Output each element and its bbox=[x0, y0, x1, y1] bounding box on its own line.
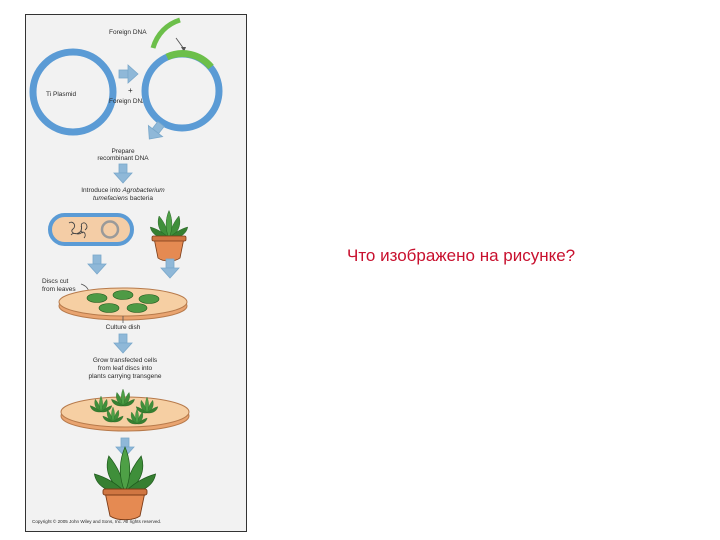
foreign-dna-top-label: Foreign DNA bbox=[109, 29, 147, 36]
culture-dish-label: Culture dish bbox=[106, 324, 141, 331]
prepare-label-1: Prepare bbox=[111, 148, 135, 155]
figure-panel: Ti Plasmid Foreign DNA + Foreign DNA Pre… bbox=[25, 14, 247, 532]
discs-label-2: from leaves bbox=[42, 286, 76, 293]
copyright-notice: Copyright © 2005 John Wiley and Sons, In… bbox=[32, 518, 161, 524]
foreign-dna-fragment bbox=[150, 17, 181, 49]
introduce-label-1: Introduce into Agrobacterium bbox=[81, 187, 165, 194]
inserted-dna-segment bbox=[165, 50, 214, 70]
insert-arrowhead bbox=[181, 47, 186, 52]
transgenic-plant-diagram: Ti Plasmid Foreign DNA + Foreign DNA Pre… bbox=[25, 14, 247, 532]
recombinant-ti-in-cell bbox=[100, 220, 120, 239]
foreign-dna-mid-label: Foreign DNA bbox=[109, 98, 147, 105]
transgenic-plant bbox=[94, 446, 156, 521]
bacterial-chromosome bbox=[68, 221, 88, 239]
plus-sign: + bbox=[128, 86, 133, 95]
agrobacterium-cell bbox=[48, 213, 134, 246]
question-text: Что изображено на рисунке? bbox=[347, 246, 576, 265]
prepare-label-2: recombinant DNA bbox=[97, 155, 149, 162]
grow-label-1: Grow transfected cells bbox=[93, 357, 158, 364]
ti-plasmid-label: Ti Plasmid bbox=[46, 91, 76, 98]
discs-label-1: Discs cut bbox=[42, 278, 69, 285]
culture-dish bbox=[58, 287, 188, 321]
ti-plasmid-ring bbox=[29, 48, 117, 136]
figure-border bbox=[25, 14, 247, 532]
introduce-label-2: tumefaciens bacteria bbox=[93, 195, 153, 202]
grow-label-3: plants carrying transgene bbox=[89, 373, 162, 380]
grow-label-2: from leaf discs into bbox=[98, 365, 153, 372]
dish-with-plantlets bbox=[60, 388, 190, 432]
